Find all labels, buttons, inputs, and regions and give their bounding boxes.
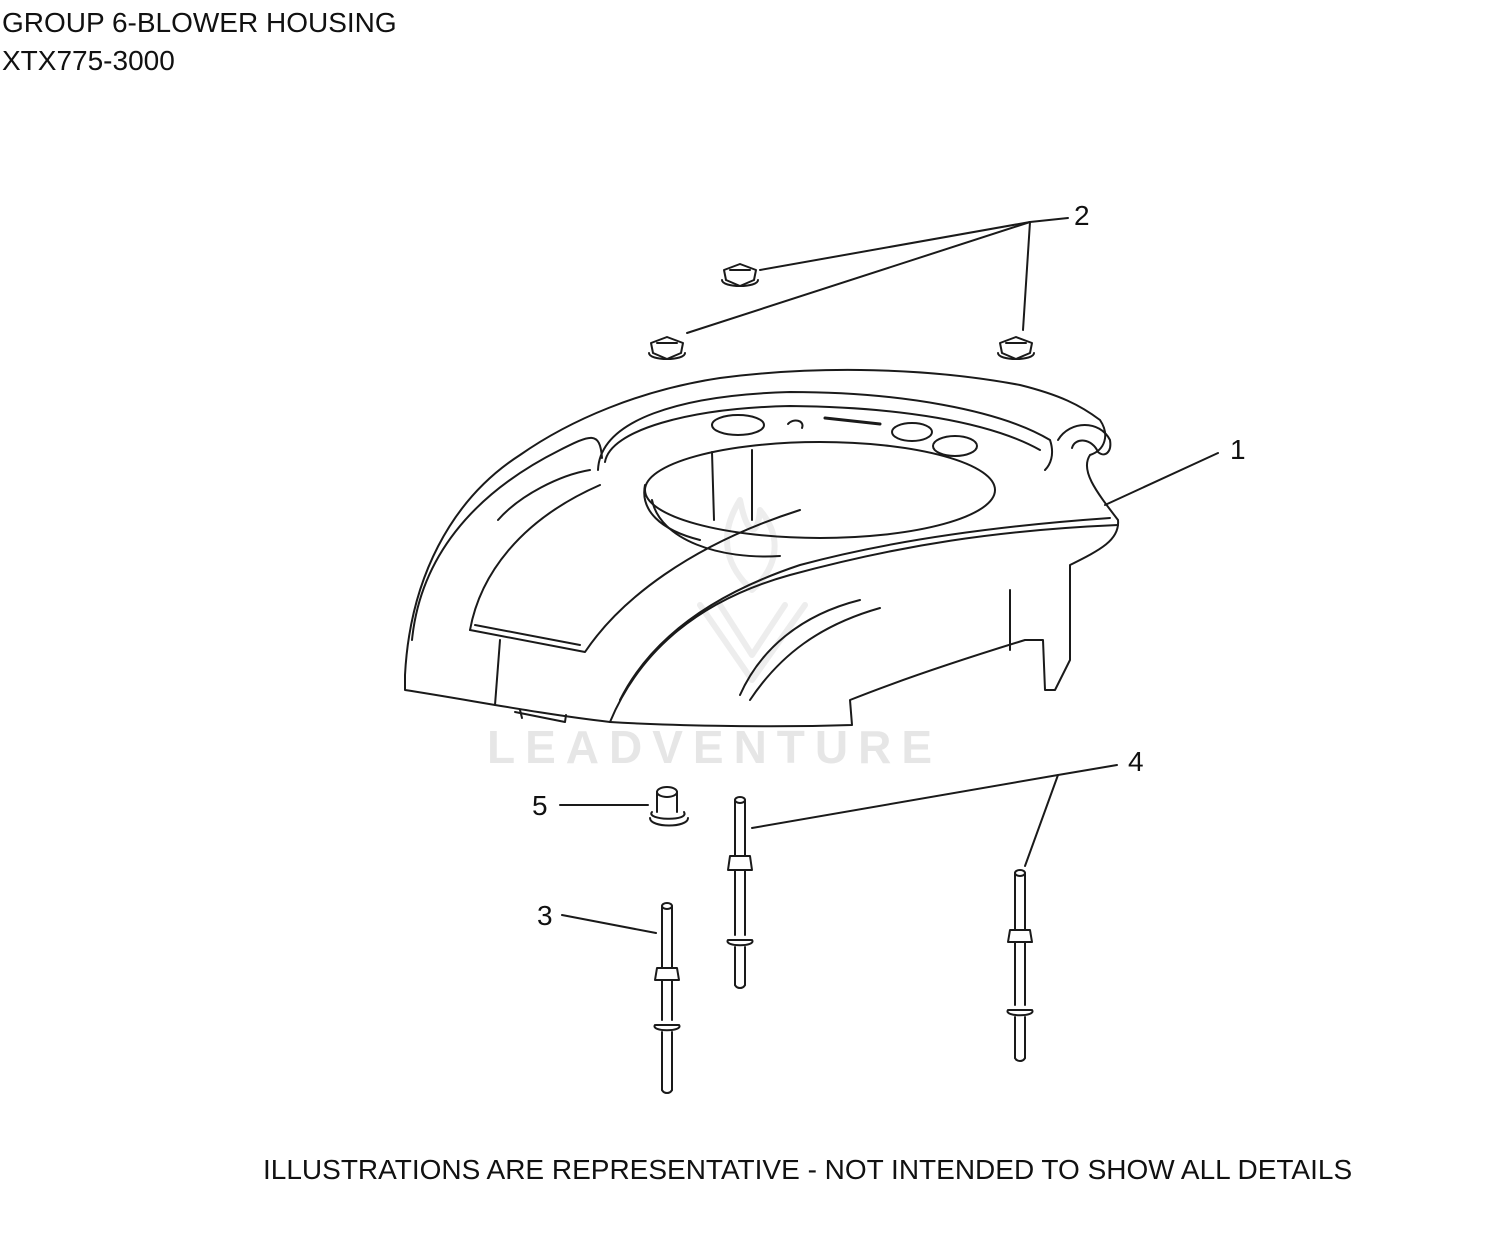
callout-1: 1: [1230, 434, 1246, 465]
leader-lines: [559, 217, 1219, 934]
flange-nut-part: [648, 336, 686, 360]
disclaimer-text: ILLUSTRATIONS ARE REPRESENTATIVE - NOT I…: [263, 1154, 1353, 1185]
callout-4: 4: [1128, 746, 1144, 777]
spacer-bushing-part: [649, 786, 689, 827]
flange-nut-part: [997, 336, 1035, 360]
diagram-title: GROUP 6-BLOWER HOUSING: [2, 7, 397, 38]
blower-housing-part: [404, 368, 1120, 728]
model-number: XTX775-3000: [2, 45, 175, 76]
watermark-logo: [697, 497, 808, 683]
callout-3: 3: [537, 900, 553, 931]
watermark-text: LEADVENTURE: [487, 721, 943, 773]
callout-5: 5: [532, 790, 548, 821]
flange-nut-part: [721, 263, 759, 287]
stud-part: [1006, 869, 1034, 1062]
stud-part: [726, 796, 754, 989]
callout-2: 2: [1074, 200, 1090, 231]
stud-part: [653, 902, 681, 1094]
